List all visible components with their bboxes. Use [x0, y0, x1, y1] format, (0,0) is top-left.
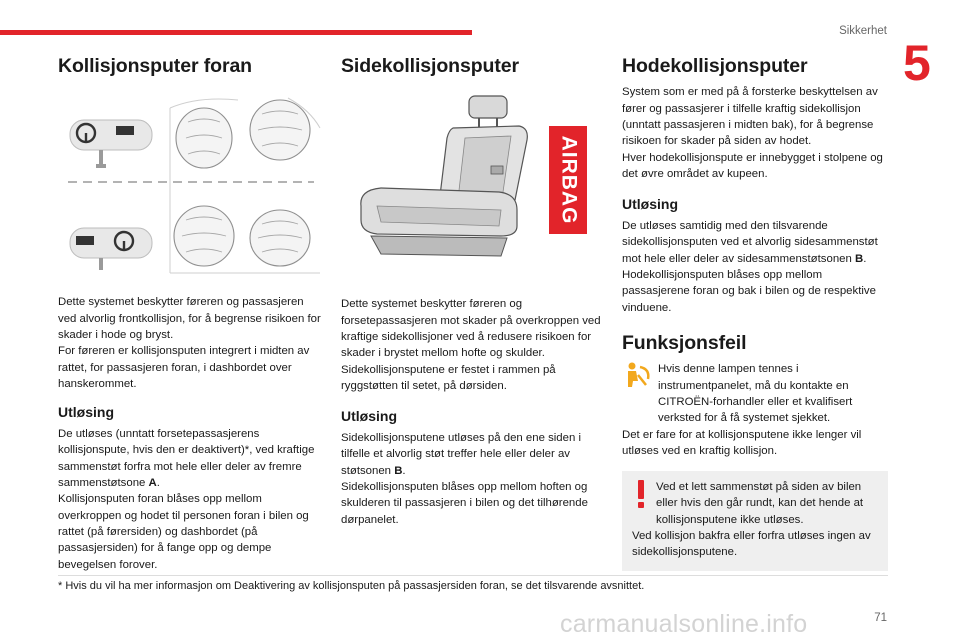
- exclamation-icon: [638, 480, 644, 509]
- front-airbags-deployment-body: De utløses (unntatt forsetepassasjerens …: [58, 428, 315, 490]
- malfunction-body-1: Hvis denne lampen tennes i instrumentpan…: [658, 363, 853, 425]
- notice-text-1: Ved et lett sammenstøt på siden av bilen…: [656, 481, 864, 526]
- watermark: carmanualsonline.info: [560, 610, 808, 638]
- curtain-airbags-intro-2: Hver hodekollisjonspute er innebygget i …: [622, 151, 883, 180]
- column-curtain-airbags: Hodekollisjonsputer System som er med på…: [622, 55, 888, 571]
- airbag-warning-lamp-icon: [628, 362, 650, 388]
- curtain-airbags-deployment-body-2: Hodekollisjonsputen blåses opp mellom pa…: [622, 269, 876, 314]
- important-notice: Ved et lett sammenstøt på siden av bilen…: [622, 471, 888, 571]
- front-airbags-deployment-title: Utløsing: [58, 404, 114, 421]
- malfunction-body-2: Det er fare for at kollisjonsputene ikke…: [622, 428, 862, 457]
- front-airbags-title: Kollisjonsputer foran: [58, 55, 252, 77]
- chapter-number: 5: [903, 35, 931, 91]
- dashboard-icon-top: [69, 119, 153, 169]
- curtain-airbags-deployment-body: De utløses samtidig med den tilsvarende …: [622, 220, 878, 265]
- malfunction-title: Funksjonsfeil: [622, 331, 747, 354]
- curtain-airbags-intro-1: System som er med på å forsterke beskytt…: [622, 86, 878, 148]
- side-airbags-intro-2: Sidekollisjonsputene er festet i rammen …: [341, 363, 556, 392]
- page-number: 71: [874, 612, 887, 624]
- column-front-airbags: Kollisjonsputer foran: [58, 55, 324, 573]
- footnote: * Hvis du vil ha mer informasjon om Deak…: [58, 580, 645, 592]
- svg-text:AIRBAG: AIRBAG: [557, 136, 580, 225]
- side-airbags-deployment-body: Sidekollisjonsputene utløses på den ene …: [341, 432, 581, 477]
- side-airbags-deployment-body-2: Sidekollisjonsputen blåses opp mellom ho…: [341, 481, 588, 526]
- front-airbags-intro-1: Dette systemet beskytter føreren og pass…: [58, 296, 321, 341]
- airbag-cushions: [173, 99, 311, 267]
- notice-text-2: Ved kollisjon bakfra eller forfra utløse…: [632, 530, 871, 559]
- seat-illustration: AIRBAG: [341, 88, 607, 268]
- front-airbags-intro-2: For føreren er kollisjonsputen integrert…: [58, 345, 310, 390]
- curtain-airbags-deployment-title: Utløsing: [622, 196, 678, 213]
- column-side-airbags: Sidekollisjonsputer AIRBAG Dette systeme…: [341, 55, 607, 528]
- header-accent-bar: [0, 30, 472, 35]
- section-label: Sikkerhet: [839, 25, 887, 37]
- front-airbag-illustration: [58, 88, 324, 276]
- side-airbags-title: Sidekollisjonsputer: [341, 55, 519, 77]
- front-airbags-deployment-body-2: Kollisjonsputen foran blåses opp mellom …: [58, 493, 309, 571]
- side-airbags-deployment-title: Utløsing: [341, 408, 397, 425]
- side-airbags-intro-1: Dette systemet beskytter føreren og fors…: [341, 298, 601, 360]
- seat-icon: [360, 95, 528, 257]
- dashboard-icon-bottom: [69, 227, 153, 271]
- airbag-badge: AIRBAG: [549, 126, 587, 235]
- malfunction-warning: Hvis denne lampen tennes i instrumentpan…: [622, 361, 888, 426]
- curtain-airbags-title: Hodekollisjonsputer: [622, 55, 808, 77]
- footnote-divider: [58, 575, 888, 576]
